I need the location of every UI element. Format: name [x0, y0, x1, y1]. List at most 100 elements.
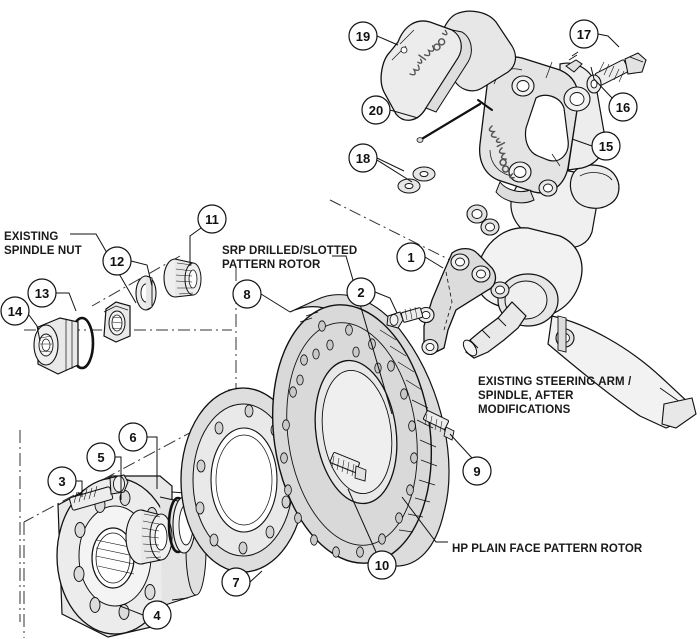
callout-circle-9[interactable]	[462, 456, 492, 486]
spindle-nut	[103, 301, 131, 343]
callout-15[interactable]: 15	[571, 131, 621, 161]
callout-9[interactable]: 9	[449, 433, 492, 486]
callout-17[interactable]: 17	[569, 19, 620, 49]
callout-circle-15[interactable]	[591, 131, 621, 161]
callout-8[interactable]: 8	[232, 279, 291, 313]
callout-5[interactable]: 5	[86, 442, 122, 500]
callout-leader-17	[597, 33, 620, 48]
callout-number-9: 9	[473, 464, 480, 479]
bracket-bolt	[386, 306, 424, 329]
callout-1[interactable]: 1	[396, 242, 444, 272]
callout-6[interactable]: 6	[118, 422, 158, 489]
callout-leader-1	[424, 256, 444, 269]
callout-11[interactable]: 11	[189, 204, 227, 266]
callout-number-13: 13	[35, 286, 49, 301]
callout-number-12: 12	[110, 254, 124, 269]
callout-13[interactable]: 13	[27, 278, 77, 312]
callout-circle-20[interactable]	[361, 95, 391, 125]
callout-circle-12[interactable]	[102, 246, 132, 276]
callout-leader-5	[115, 456, 122, 500]
callout-number-16: 16	[616, 100, 630, 115]
callout-number-4: 4	[153, 608, 161, 623]
label-existing-spindle-nut: EXISTING SPINDLE NUT	[4, 231, 82, 257]
callout-circle-5[interactable]	[86, 442, 116, 472]
label-srp-drilled-slotted-pattern-rotor: SRP DRILLED/SLOTTED PATTERN ROTOR	[222, 245, 358, 271]
callout-2[interactable]: 2	[346, 277, 398, 314]
rotor-bolt	[423, 410, 455, 441]
callout-circle-11[interactable]	[197, 204, 227, 234]
callout-leader-20	[389, 109, 419, 119]
callout-number-14: 14	[8, 304, 23, 319]
callout-number-3: 3	[58, 474, 65, 489]
callout-circle-14[interactable]	[0, 296, 30, 326]
hex-bolt	[595, 52, 647, 86]
callout-leader-16	[590, 66, 614, 100]
callout-16[interactable]: 16	[590, 66, 638, 122]
callout-number-15: 15	[599, 139, 613, 154]
callout-leader-14	[28, 314, 41, 342]
label-existing-steering-arm-spindle: EXISTING STEERING ARM / SPINDLE, AFTER M…	[478, 376, 632, 416]
callout-number-1: 1	[407, 250, 414, 265]
callout-leader-18	[376, 157, 405, 172]
callout-leader-15	[571, 138, 593, 147]
callout-leader-10	[347, 488, 377, 553]
callout-number-8: 8	[243, 287, 250, 302]
callout-leader-3	[76, 480, 83, 497]
callout-number-17: 17	[577, 27, 591, 42]
callout-circle-6[interactable]	[118, 422, 148, 452]
callout-number-10: 10	[375, 558, 389, 573]
rotor-bolt	[329, 452, 367, 482]
brake-pad	[380, 10, 517, 121]
callout-circle-16[interactable]	[608, 92, 638, 122]
callout-leader-12	[130, 260, 153, 287]
pad-retaining-pin	[416, 99, 493, 143]
callout-19[interactable]: 19	[348, 21, 399, 51]
callout-circle-10[interactable]	[367, 550, 397, 580]
callout-18[interactable]: 18	[348, 143, 413, 183]
callout-7[interactable]: 7	[221, 567, 263, 597]
callout-number-5: 5	[97, 450, 104, 465]
wilwood-caliper	[478, 51, 606, 204]
callout-leader-19	[376, 35, 399, 46]
callout-number-20: 20	[369, 103, 383, 118]
callout-number-2: 2	[357, 285, 364, 300]
wilwood-logo	[409, 29, 448, 76]
callout-circle-18[interactable]	[348, 143, 378, 173]
label-hp-plain-face-pattern-rotor: HP PLAIN FACE PATTERN ROTOR	[452, 543, 643, 555]
callout-10[interactable]: 10	[347, 488, 397, 580]
callout-12[interactable]: 12	[102, 246, 153, 287]
wilwood-logo	[488, 125, 515, 179]
callout-circle-3[interactable]	[47, 466, 77, 496]
callout-leader-8	[260, 293, 291, 313]
callout-number-18: 18	[356, 151, 370, 166]
spindle-washer	[135, 275, 157, 311]
callout-leader-6	[147, 436, 158, 489]
callout-circle-19[interactable]	[348, 21, 378, 51]
callout-3[interactable]: 3	[47, 466, 83, 497]
callout-leader-4	[119, 605, 144, 616]
callout-leader-13	[56, 292, 77, 312]
callout-circle-13[interactable]	[27, 278, 57, 308]
callout-number-19: 19	[356, 29, 370, 44]
callout-circle-4[interactable]	[142, 600, 172, 630]
washer	[586, 74, 602, 94]
callout-number-6: 6	[129, 430, 136, 445]
callout-4[interactable]: 4	[119, 600, 172, 630]
callout-circle-7[interactable]	[221, 567, 251, 597]
callout-leader-11	[189, 227, 202, 266]
callout-circle-1[interactable]	[396, 242, 426, 272]
callout-circle-8[interactable]	[232, 279, 262, 309]
callout-circle-2[interactable]	[346, 277, 376, 307]
steering-arm-spindle	[462, 164, 697, 429]
callout-leader-2	[374, 291, 398, 314]
callout-14[interactable]: 14	[0, 296, 41, 342]
text-leader-lines	[70, 233, 448, 543]
callout-circle-17[interactable]	[569, 19, 599, 49]
callout-leader-9	[449, 433, 473, 459]
callout-leader-7	[249, 570, 263, 583]
rotor-adapter	[180, 387, 306, 573]
callout-20[interactable]: 20	[361, 95, 419, 125]
